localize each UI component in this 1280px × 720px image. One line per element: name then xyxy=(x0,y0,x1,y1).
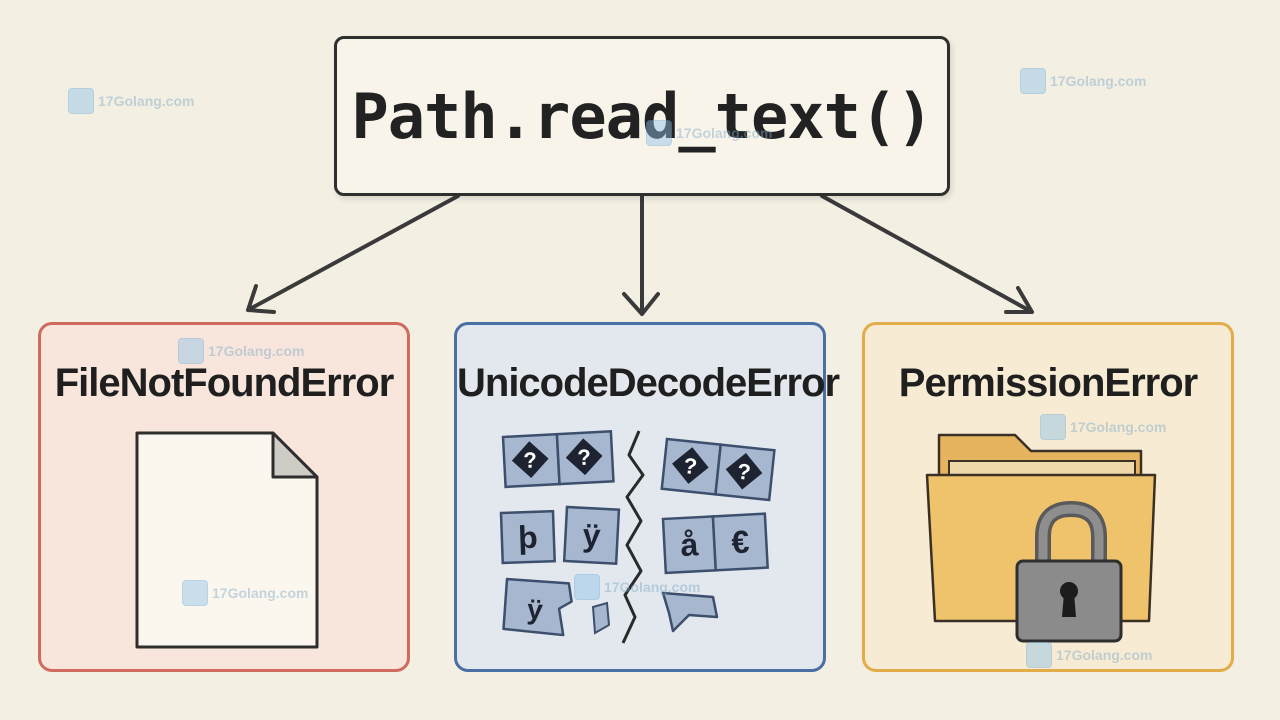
glyph-tile-pair-right: ? ? xyxy=(660,437,776,502)
locked-folder-icon xyxy=(925,433,1157,643)
card-unicodedecodeerror: UnicodeDecodeError ? ? ? ? xyxy=(454,322,840,672)
shard-2 xyxy=(661,591,719,633)
broken-characters-icon: ? ? ? ? þ ÿ xyxy=(499,430,776,644)
glyph-6: å xyxy=(680,526,700,563)
blank-document-icon xyxy=(135,431,319,649)
arrow-to-filenotfound xyxy=(246,194,460,314)
card-permissionerror: PermissionError xyxy=(862,322,1234,672)
card-title-unicodedecode: UnicodeDecodeError xyxy=(457,361,840,405)
arrow-to-unicodedecode xyxy=(622,194,660,316)
shard-1 xyxy=(591,601,611,635)
glyph-5: ÿ xyxy=(582,517,602,554)
card-title-filenotfound: FileNotFoundError xyxy=(54,361,395,405)
glyph-4: þ xyxy=(517,519,538,556)
glyph-tile-thorn: þ xyxy=(499,509,557,565)
card-filenotfounderror: FileNotFoundError xyxy=(38,322,410,672)
root-title: Path.read_text() xyxy=(351,79,933,153)
root-node: Path.read_text() xyxy=(334,36,950,196)
glyph-tile-ydiaeresis: ÿ xyxy=(562,505,621,565)
arrow-to-permission xyxy=(820,194,1034,314)
glyph-tile-pair-left: ? ? xyxy=(501,430,615,489)
glyph-3: ? xyxy=(736,459,752,485)
glyph-tile-pair-accented: å € xyxy=(661,512,770,575)
glyph-0: ? xyxy=(523,447,538,473)
glyph-1: ? xyxy=(577,444,592,470)
glyph-2: ? xyxy=(682,453,698,479)
glyph-7: € xyxy=(730,524,750,561)
crack-line xyxy=(621,430,645,644)
glyph-tile-broken: ÿ xyxy=(502,577,573,637)
card-title-permission: PermissionError xyxy=(898,361,1198,405)
glyph-8: ÿ xyxy=(526,594,544,626)
